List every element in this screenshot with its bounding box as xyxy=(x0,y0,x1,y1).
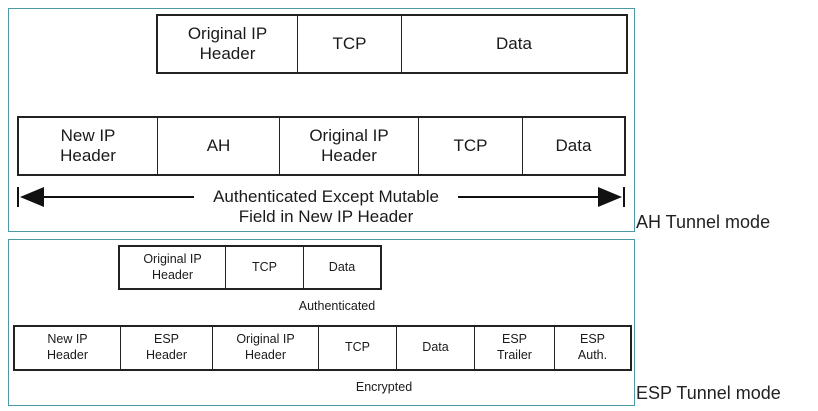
esp-tunnel-caption: ESP Tunnel mode xyxy=(636,383,781,403)
esp-orig-tcp-cell: TCP xyxy=(226,247,304,288)
ah-ah-cell: AH xyxy=(158,118,280,174)
esp-orig-ip-header-cell: Original IP Header xyxy=(120,247,226,288)
ah-data-cell: Data xyxy=(555,136,592,156)
esp-data-cell: Data xyxy=(397,327,475,369)
esp-tunnel-packet: New IP Header ESP Header Original IP Hea… xyxy=(13,325,632,371)
esp-tcp-cell: TCP xyxy=(319,327,397,369)
esp-original-packet: Original IP Header TCP Data xyxy=(118,245,382,290)
ah-auth-label: Authenticated Except Mutable Field in Ne… xyxy=(194,187,458,228)
ah-orig-ip-header-cell: Original IP Header xyxy=(158,16,298,72)
ah-tunnel-caption: AH Tunnel mode xyxy=(636,212,771,232)
ah-inner-ip-header-cell: Original IP Header xyxy=(280,118,419,174)
esp-orig-data-cell: Data xyxy=(328,259,356,274)
ah-original-packet: Original IP Header TCP Data xyxy=(156,14,628,74)
esp-enc-label: Encrypted xyxy=(346,380,422,394)
ah-orig-data-cell: Data xyxy=(496,34,532,54)
ah-tcp-cell: TCP xyxy=(419,118,523,174)
esp-new-ip-header-cell: New IP Header xyxy=(15,327,121,369)
ah-new-ip-header-cell: New IP Header xyxy=(19,118,158,174)
esp-trailer-cell: ESP Trailer xyxy=(475,327,555,369)
esp-auth-label: Authenticated xyxy=(290,299,384,313)
esp-inner-ip-header-cell: Original IP Header xyxy=(213,327,319,369)
ah-tunnel-packet: New IP Header AH Original IP Header TCP … xyxy=(17,116,626,176)
ah-orig-tcp-cell: TCP xyxy=(298,16,402,72)
esp-auth-cell: ESP Auth. xyxy=(577,332,608,362)
esp-header-cell: ESP Header xyxy=(121,327,213,369)
